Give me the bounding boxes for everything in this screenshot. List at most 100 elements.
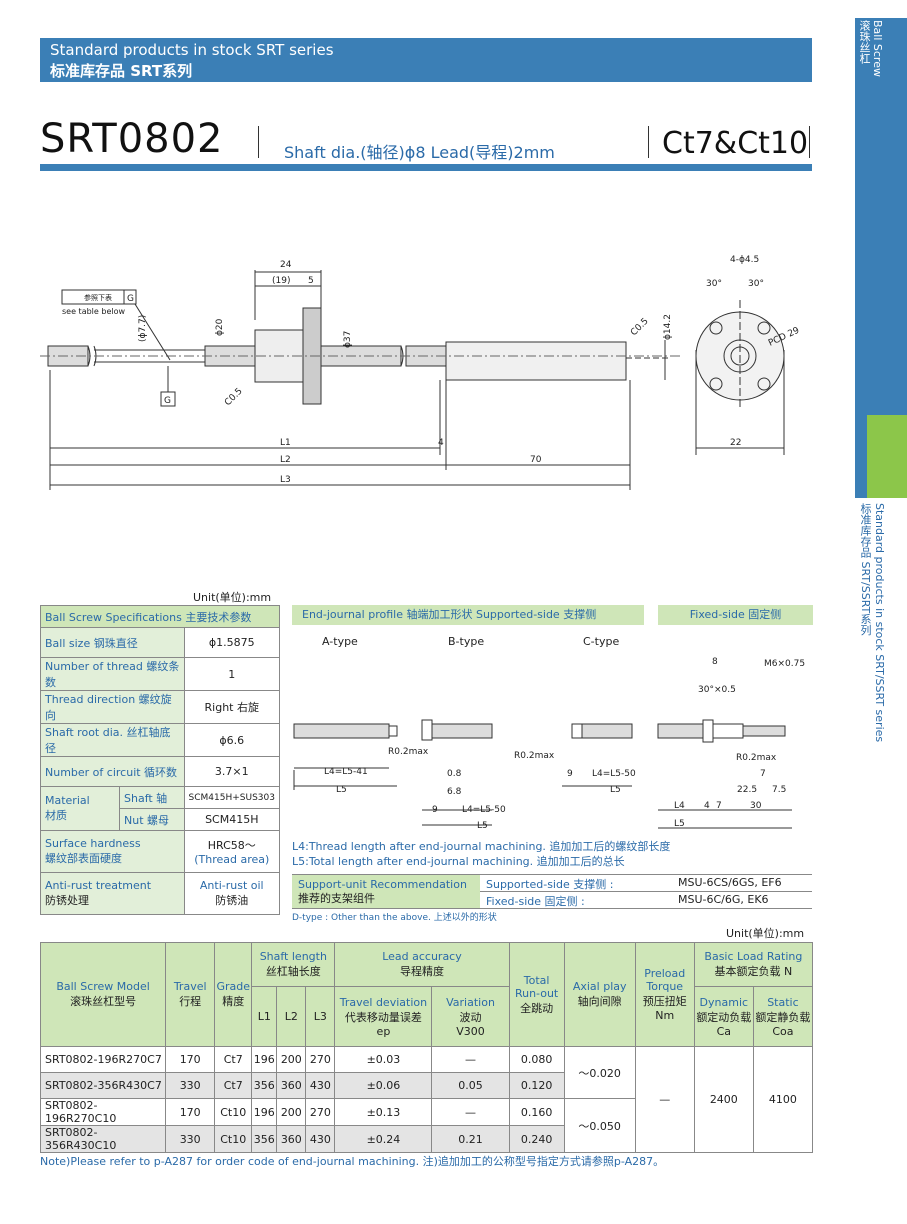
table-row: SRT0802-196R270C10 170 Ct10 196 200 270 … <box>39 1098 813 1153</box>
see-table-below: see table below <box>62 307 125 316</box>
fixed-side-label: Fixed-side 固定侧 : <box>486 895 585 908</box>
cell-l1: 356 <box>251 1072 278 1099</box>
spec-value: 1 <box>183 657 281 691</box>
fixed-side-title-bar: Fixed-side 固定侧 <box>658 605 813 625</box>
table-row: SRT0802-356R430C7 330 Ct7 356 360 430 ±0… <box>39 1072 813 1099</box>
model-title: SRT0802 <box>40 116 224 162</box>
unit-label-bottom: Unit(单位):mm <box>726 927 805 940</box>
cell-l3: 270 <box>305 1098 336 1126</box>
f-dim-7: 7 <box>760 769 766 779</box>
f-dim-chamfer: 30°×0.5 <box>698 685 736 695</box>
spec-table: Ball Screw Specifications 主要技术参数 Ball si… <box>40 605 281 915</box>
title-divider <box>258 126 259 158</box>
cell-model: SRT0802-196R270C10 <box>39 1098 167 1126</box>
f-dim-l5: L5 <box>674 819 685 829</box>
spec-label: Ball size 钢珠直径 <box>40 627 185 658</box>
dim-d7-7: (ϕ7.7) <box>138 315 148 342</box>
b-dim-l5: L5 <box>477 821 488 831</box>
spec-value: ϕ6.6 <box>183 723 281 757</box>
side-label-ball-screw: Ball Screw <box>871 20 884 77</box>
side-tab-green <box>867 415 907 498</box>
title-underline <box>40 164 812 171</box>
cell-deviation: ±0.13 <box>334 1098 433 1126</box>
spec-label: Number of thread 螺纹条数 <box>40 657 185 691</box>
spec-table-title: Ball Screw Specifications 主要技术参数 <box>40 605 280 628</box>
dim-l3: L3 <box>280 475 291 485</box>
dim-angle-30-left: 30° <box>706 279 722 289</box>
header-title-en: Standard products in stock SRT series <box>50 41 334 59</box>
unit-label-top: Unit(单位):mm <box>193 591 272 604</box>
table-row: SRT0802-356R430C10 330 Ct10 356 360 430 … <box>39 1125 813 1153</box>
b-type-label: B-type <box>448 635 485 648</box>
side-label-ball-screw-cn: 滚珠丝杠 <box>858 20 871 64</box>
a-r02: R0.2max <box>388 747 429 757</box>
cell-l1: 356 <box>251 1125 278 1153</box>
c-dim-l4: L4=L5-50 <box>592 769 636 779</box>
cell-axial-play-c7: ～0.020 <box>563 1046 636 1099</box>
cell-l3: 270 <box>305 1046 336 1073</box>
spec-label: Number of circuit 循环数 <box>40 756 185 787</box>
f-dim-7-5: 7.5 <box>772 785 786 795</box>
a-dim-l5: L5 <box>336 785 347 795</box>
cell-deviation: ±0.03 <box>334 1046 433 1073</box>
dim-l1: L1 <box>280 438 291 448</box>
b-dim-0-8: 0.8 <box>447 769 462 779</box>
spec-line: Shaft dia.(轴径)ϕ8 Lead(导程)2mm <box>284 143 555 162</box>
ref-table-label: 参照下表 <box>84 293 112 302</box>
dim-c0-5-nut: C0.5 <box>223 386 245 408</box>
hardness-value: HRC58～(Thread area) <box>183 830 281 873</box>
a-type-label: A-type <box>322 635 358 648</box>
cell-model: SRT0802-356R430C10 <box>39 1125 167 1153</box>
cell-l2: 200 <box>276 1046 307 1073</box>
cell-l1: 196 <box>251 1046 278 1073</box>
supported-side-value: MSU-6CS/6GS, EF6 <box>678 876 782 889</box>
dim-24: 24 <box>280 260 292 270</box>
f-dim-l4: L4 <box>674 801 685 811</box>
dim-70: 70 <box>530 455 542 465</box>
cell-travel: 170 <box>165 1098 216 1126</box>
cell-variation: — <box>431 1046 510 1073</box>
title-divider <box>648 126 649 158</box>
a-dim-l4: L4=L5-41 <box>324 767 368 777</box>
cell-l1: 196 <box>251 1098 278 1126</box>
dim-angle-30-right: 30° <box>748 279 764 289</box>
dim-19: (19) <box>272 276 290 286</box>
spec-label: Thread direction 螺纹旋向 <box>40 690 185 724</box>
dim-22: 22 <box>730 438 741 448</box>
supported-side-label: Supported-side 支撑侧 : <box>486 878 614 891</box>
b-dim-l4: L4=L5-50 <box>462 805 506 815</box>
fixed-side-value: MSU-6C/6G, EK6 <box>678 893 769 906</box>
cell-l2: 360 <box>276 1125 307 1153</box>
dim-4: 4 <box>438 438 444 448</box>
g-box-bottom: G <box>164 396 171 406</box>
side-series-en: Standard products in stock SRT/SSRT seri… <box>873 503 886 743</box>
c-dim-l5: L5 <box>610 785 621 795</box>
dim-c0-5-end: C0.5 <box>629 316 651 338</box>
c-type-label: C-type <box>583 635 620 648</box>
c-dim-9: 9 <box>567 769 573 779</box>
header-band: Standard products in stock SRT series 标准… <box>40 38 812 82</box>
cell-runout: 0.160 <box>508 1098 565 1126</box>
material-nut-value: SCM415H <box>183 808 281 831</box>
dim-d37: ϕ37 <box>343 331 353 348</box>
cell-travel: 330 <box>165 1072 216 1099</box>
footer-note: Note)Please refer to p-A287 for order co… <box>40 1155 665 1168</box>
dim-d14-2: ϕ14.2 <box>663 314 673 340</box>
material-shaft-label: Shaft 轴 <box>119 786 185 809</box>
cell-l3: 430 <box>305 1125 336 1153</box>
cell-dynamic: 2400 <box>693 1046 754 1153</box>
g-box-top: G <box>127 294 134 304</box>
cell-model: SRT0802-356R430C7 <box>39 1072 167 1099</box>
